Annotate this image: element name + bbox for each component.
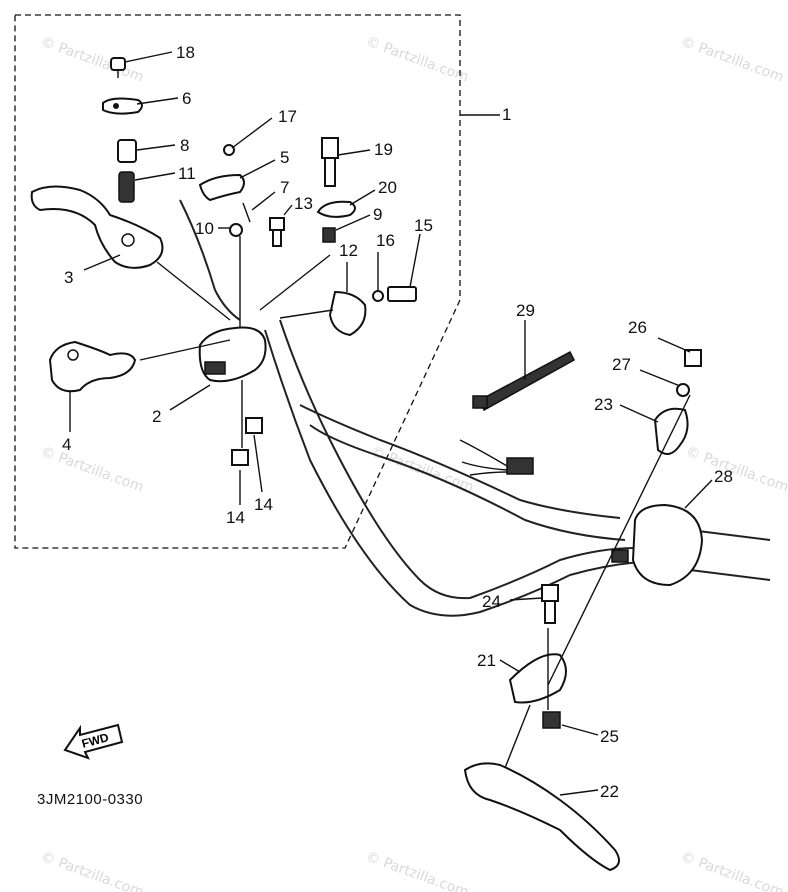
callout-7: 7: [280, 178, 289, 197]
fwd-arrow-icon: FWD: [63, 723, 124, 760]
clamp-20: [316, 200, 356, 218]
callout-3: 3: [64, 268, 73, 287]
callout-18: 18: [176, 43, 195, 62]
leader-lines: [69, 51, 713, 796]
washer-27: [676, 383, 690, 397]
nut-14b: [245, 417, 263, 434]
switch-28: [611, 503, 704, 587]
plate-6: [102, 97, 143, 115]
lever-22: [463, 762, 620, 872]
callout-16: 16: [376, 231, 395, 250]
callout-25: 25: [600, 727, 619, 746]
callout-14b: 14: [254, 495, 273, 514]
callout-1: 1: [502, 105, 511, 124]
diagram-code: 3JM2100-0330: [37, 791, 143, 808]
bolt-24: [541, 584, 559, 624]
callout-11: 11: [178, 164, 196, 183]
watermark: © Partzilla.com: [364, 34, 471, 86]
bolt-19: [321, 137, 339, 187]
callout-21: 21: [477, 651, 496, 670]
callout-17: 17: [278, 107, 297, 126]
collar-10: [229, 223, 243, 237]
callout-22: 22: [600, 782, 619, 801]
callout-19: 19: [374, 140, 393, 159]
callout-13: 13: [294, 194, 313, 213]
callout-14a: 14: [226, 508, 245, 527]
nut-14a: [231, 449, 249, 466]
adjuster-8: [117, 139, 137, 163]
callout-2: 2: [152, 407, 161, 426]
callout-23: 23: [594, 395, 613, 414]
callout-5: 5: [280, 148, 289, 167]
callout-28: 28: [714, 467, 733, 486]
callout-24: 24: [482, 592, 501, 611]
bracket-12: [328, 290, 367, 337]
holder-21: [508, 653, 567, 704]
bolt-13: [269, 217, 285, 247]
watermark: © Partzilla.com: [679, 849, 786, 892]
assembly-outline: [14, 14, 461, 549]
callout-labels: 18 6 8 11 3 17 5 7 10 13 19 20 9 12 16 1…: [62, 43, 733, 801]
callout-12: 12: [339, 241, 358, 260]
washer-16: [372, 290, 384, 302]
watermark-layer: © Partzilla.com © Partzilla.com © Partzi…: [39, 34, 788, 892]
nut-9: [322, 227, 336, 243]
spring-11: [118, 171, 135, 203]
callout-9: 9: [373, 205, 382, 224]
clamp-5: [198, 173, 245, 202]
watermark: © Partzilla.com: [39, 849, 146, 892]
handlebar: [179, 199, 771, 617]
watermark: © Partzilla.com: [684, 444, 788, 496]
callout-8: 8: [180, 136, 189, 155]
fwd-label: FWD: [80, 730, 110, 751]
connector: [459, 439, 534, 476]
callout-26: 26: [628, 318, 647, 337]
callout-10: 10: [195, 219, 214, 238]
bolt-15: [387, 286, 417, 302]
strap-29: [472, 350, 575, 412]
callout-4: 4: [62, 435, 71, 454]
watermark: © Partzilla.com: [39, 444, 146, 496]
callout-15: 15: [414, 216, 433, 235]
callout-29: 29: [516, 301, 535, 320]
nut-17: [223, 144, 235, 156]
pin-7: [242, 202, 251, 223]
callout-6: 6: [182, 89, 191, 108]
nut-25: [542, 711, 561, 729]
watermark: © Partzilla.com: [39, 34, 146, 86]
watermark: © Partzilla.com: [679, 34, 786, 86]
callout-20: 20: [378, 178, 397, 197]
callout-27: 27: [612, 355, 631, 374]
holder-2: [198, 326, 267, 383]
bolt-26: [684, 349, 702, 367]
watermark: © Partzilla.com: [364, 849, 471, 892]
bolt-18: [110, 57, 126, 78]
clamp-23: [653, 407, 689, 455]
bracket-4: [48, 340, 137, 393]
lever-3: [30, 185, 164, 269]
